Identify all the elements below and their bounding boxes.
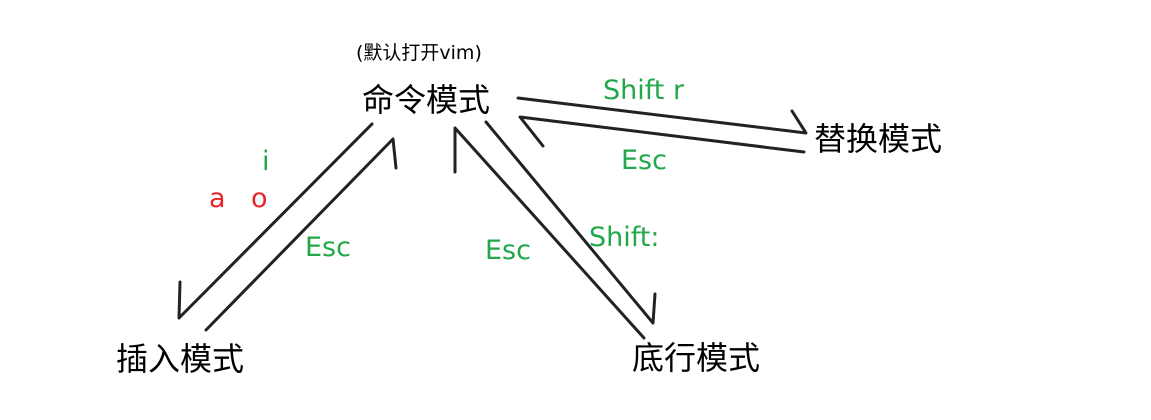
key-i: i <box>262 146 270 177</box>
key-esc-lastline: Esc <box>485 235 531 266</box>
arrow-to-insert <box>177 122 374 320</box>
command-mode-note: (默认打开vim) <box>356 42 482 64</box>
key-esc-replace: Esc <box>621 145 667 176</box>
lastline-mode-node: 底行模式 <box>632 339 761 377</box>
key-esc-insert: Esc <box>305 232 351 263</box>
arrow-to-lastline <box>484 120 657 325</box>
key-shift-colon: Shift: <box>589 222 660 253</box>
arrow-lastline-back <box>453 126 646 340</box>
key-shift-r: Shift r <box>603 75 685 106</box>
arrow-to-replace <box>516 96 808 135</box>
key-o: o <box>251 183 268 214</box>
key-a: a <box>209 183 226 214</box>
command-mode-node: 命令模式 <box>362 81 491 119</box>
arrow-insert-back <box>204 137 398 332</box>
insert-mode-node: 插入模式 <box>116 340 245 378</box>
replace-mode-node: 替换模式 <box>814 120 943 158</box>
arrow-replace-back <box>518 115 806 154</box>
